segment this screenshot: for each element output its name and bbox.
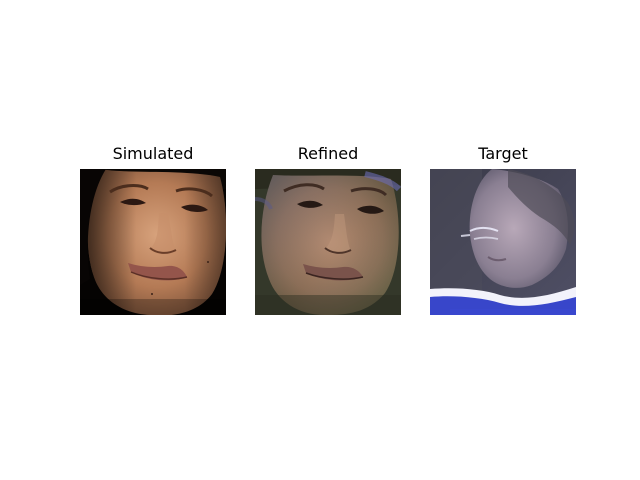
simulated-face-image [80, 169, 226, 315]
panel-simulated: Simulated [80, 144, 226, 315]
target-face-image [430, 169, 576, 315]
panel-target: Target [430, 144, 576, 315]
panel-title-refined: Refined [297, 144, 359, 163]
panel-title-target: Target [478, 144, 528, 163]
panel-title-simulated: Simulated [112, 144, 194, 163]
refined-face-image [255, 169, 401, 315]
panel-refined: Refined [255, 144, 401, 315]
